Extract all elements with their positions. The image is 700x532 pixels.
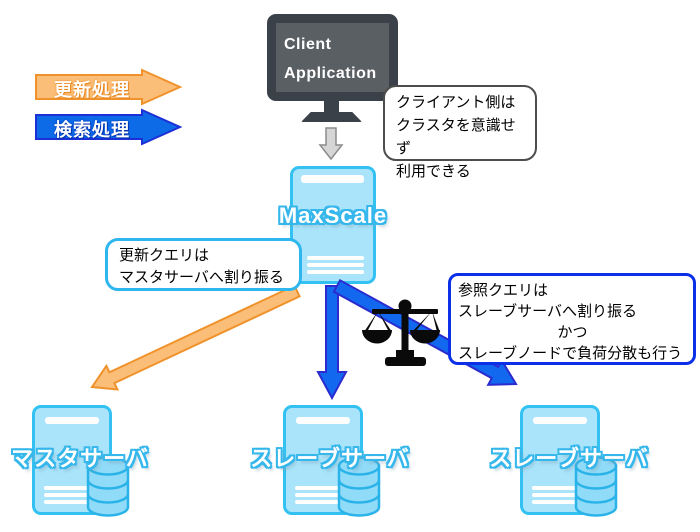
legend-search-arrow-icon <box>35 108 183 146</box>
update-note-line: マスタサーバへ割り振る <box>119 269 284 286</box>
server-slot <box>533 417 587 424</box>
select-note-callout: 参照クエリは スレーブサーバへ割り振る かつ スレーブノードで負荷分散も行う <box>448 273 696 365</box>
master-server-label: マスタサーバ <box>11 446 149 471</box>
select-note-line: スレーブサーバへ割り振る <box>458 303 637 320</box>
slave-server-right-label: スレーブサーバ <box>489 446 649 471</box>
database-cylinder-icon <box>337 456 381 517</box>
select-note-line: 参照クエリは <box>458 282 549 299</box>
maxscale-label: MaxScale <box>278 203 388 228</box>
select-note-line: かつ <box>557 324 588 341</box>
server-vent <box>44 500 100 504</box>
client-label-line1: Client <box>284 36 332 53</box>
server-vent <box>295 500 351 504</box>
update-query-arrow <box>90 284 301 391</box>
balance-scale-icon <box>362 299 440 366</box>
monitor-screen <box>276 23 389 92</box>
maxscale-vent <box>307 263 364 267</box>
client-note-line: 利用できる <box>396 163 471 180</box>
server-vent <box>44 486 100 490</box>
server-vent <box>532 500 588 504</box>
update-note-callout: 更新クエリは マスタサーバへ割り振る <box>105 238 302 291</box>
server-vent <box>532 486 588 490</box>
client-note-callout: クライアント側は クラスタを意識せず 利用できる <box>383 85 537 180</box>
monitor-stand-base <box>301 112 362 122</box>
slave-server-center-label: スレーブサーバ <box>250 446 410 471</box>
legend-update-label: 更新処理 <box>54 80 130 100</box>
monitor-stand-neck <box>324 100 339 113</box>
select-query-arrow-center <box>316 285 348 401</box>
database-cylinder-icon <box>574 456 618 517</box>
server-vent <box>295 493 351 497</box>
server-slot <box>45 417 99 424</box>
server-vent <box>44 493 100 497</box>
client-note-line: クライアント側は <box>396 94 516 111</box>
client-label-line2: Application <box>284 65 377 82</box>
server-vent <box>295 486 351 490</box>
server-slot <box>296 417 350 424</box>
maxscale-slot <box>301 175 364 183</box>
select-note-line: スレーブノードで負荷分散も行う <box>458 345 683 362</box>
client-note-line: クラスタを意識せず <box>396 117 516 157</box>
database-cylinder-icon <box>86 456 130 517</box>
update-note-line: 更新クエリは <box>119 247 210 264</box>
maxscale-vent <box>307 270 364 274</box>
legend-search-label: 検索処理 <box>54 120 130 140</box>
maxscale-vent <box>307 256 364 260</box>
legend-update-arrow-icon <box>35 68 183 106</box>
server-vent <box>532 493 588 497</box>
down-arrow-icon <box>318 127 344 161</box>
